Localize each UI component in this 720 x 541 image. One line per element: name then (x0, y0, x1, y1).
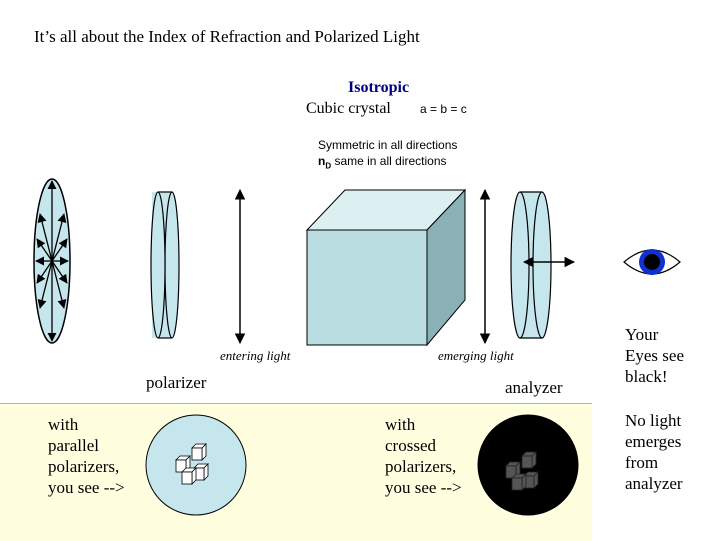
crossed-line: polarizers, (385, 457, 457, 476)
eyes-line-2: Eyes see (625, 346, 685, 365)
refractive-index-line: nD same in all directions (318, 153, 457, 174)
symmetry-line: Symmetric in all directions (318, 138, 458, 152)
no-light-line-4: analyzer (625, 474, 683, 493)
cubic-crystal (305, 188, 467, 347)
crossed-line: with (385, 415, 416, 434)
eyes-line-3: black! (625, 367, 668, 386)
crystal-type: Cubic crystal (306, 100, 391, 117)
crossed-line: you see --> (385, 478, 462, 497)
no-light-text: No light emerges from analyzer (625, 410, 683, 494)
symmetry-text: Symmetric in all directions nD same in a… (318, 137, 457, 174)
nd-subscript: D (325, 161, 332, 171)
analyzer-label: analyzer (505, 378, 563, 397)
isotropic-heading: Isotropic (348, 79, 410, 96)
parallel-line: polarizers, (48, 457, 120, 476)
analyzer-disk (510, 191, 552, 339)
entering-light-label: entering light (220, 348, 291, 363)
eyes-line-1: Your (625, 325, 659, 344)
no-light-line-1: No light (625, 411, 682, 430)
no-light-line-2: emerges (625, 432, 682, 451)
crossed-cubes-icon (505, 451, 539, 491)
parallel-line: you see --> (48, 478, 125, 497)
parallel-view-circle (145, 414, 247, 516)
no-light-line-3: from (625, 453, 659, 472)
eye-icon (623, 249, 681, 275)
parallel-line: parallel (48, 436, 99, 455)
parallel-cubes-icon (175, 443, 209, 485)
axes-equation: a = b = c (420, 102, 467, 116)
nd-description: same in all directions (331, 154, 447, 168)
page-title: It’s all about the Index of Refraction a… (34, 27, 420, 46)
crossed-line: crossed (385, 436, 436, 455)
crossed-polarizers-text: with crossed polarizers, you see --> (385, 414, 462, 498)
crossed-view-circle (477, 414, 579, 516)
polarizer-label: polarizer (146, 373, 207, 392)
nd-symbol: n (318, 154, 326, 168)
parallel-polarizers-text: with parallel polarizers, you see --> (48, 414, 125, 498)
unpolarized-light-icon (33, 178, 71, 344)
parallel-line: with (48, 415, 79, 434)
emerging-light-label: emerging light (438, 348, 514, 363)
polarizer-disk (150, 191, 180, 339)
eyes-see-black-text: Your Eyes see black! (625, 324, 684, 387)
